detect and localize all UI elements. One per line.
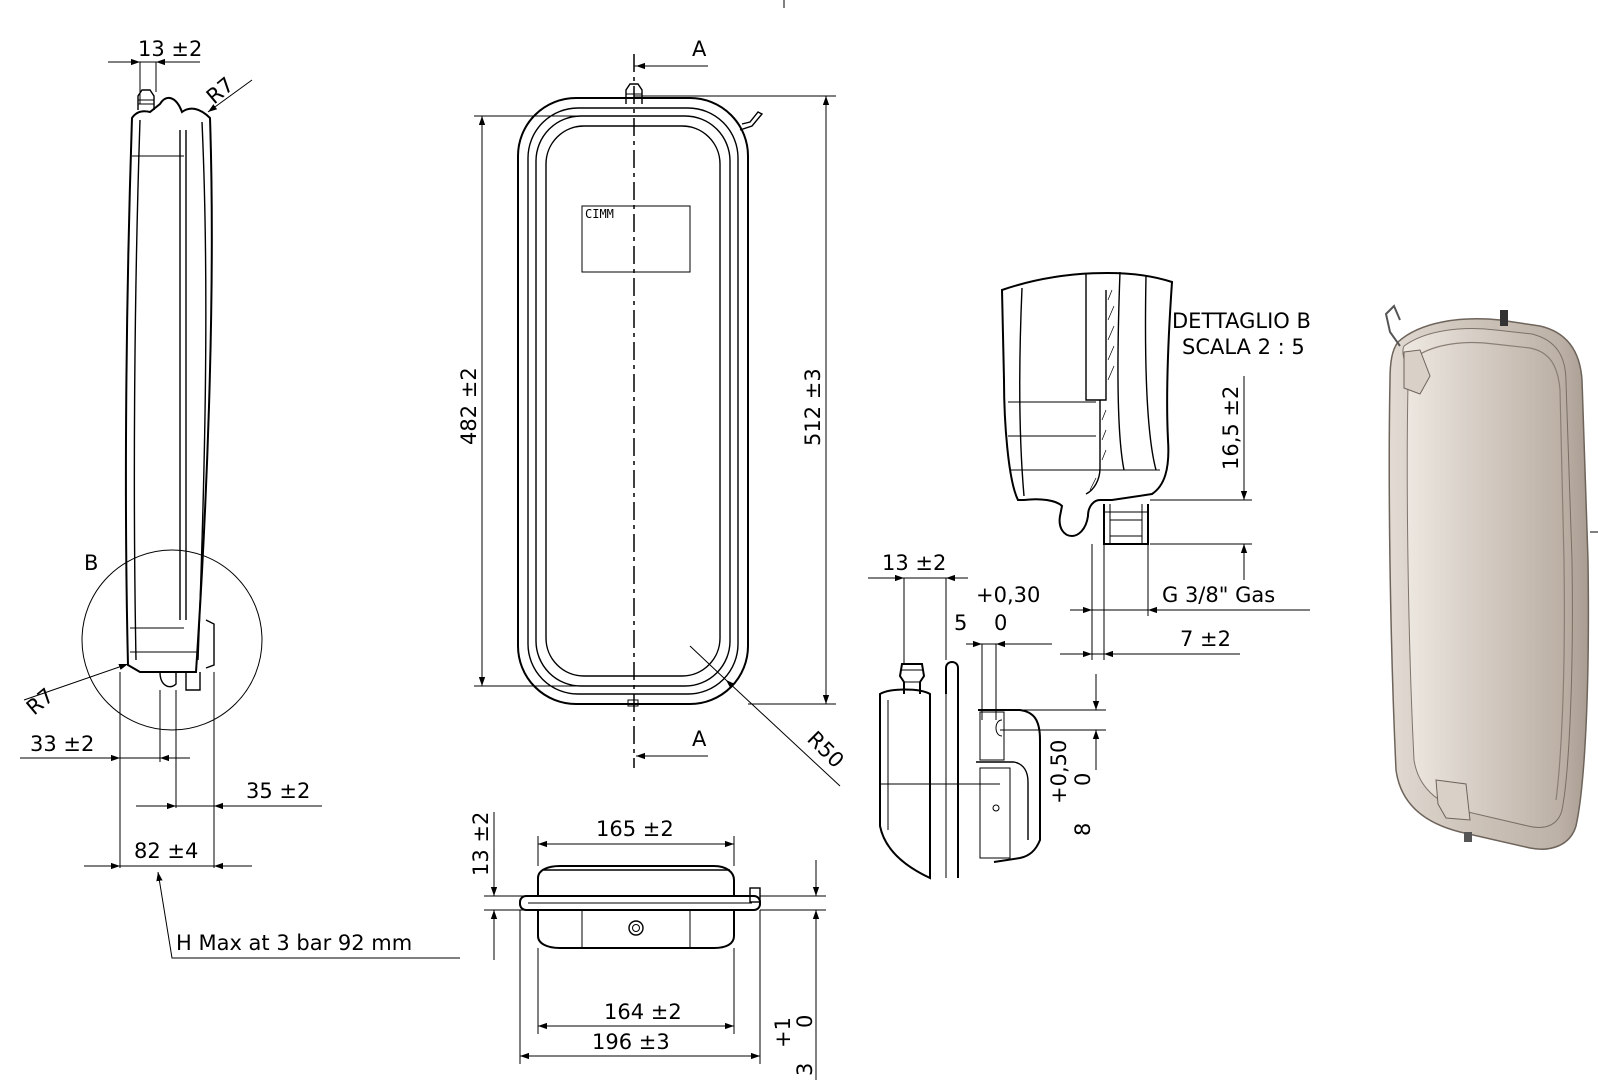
- section-nominal: 5: [954, 611, 967, 635]
- section-valve-width: 13 ±2: [882, 551, 946, 575]
- section-bracket-nominal: 8: [1071, 823, 1095, 836]
- front-valve: [625, 83, 643, 104]
- side-bottom-radius: R7: [22, 683, 59, 719]
- section-tolerance-upper: +0,30: [976, 583, 1040, 607]
- side-max-height-note: H Max at 3 bar 92 mm: [176, 931, 412, 955]
- front-overall-height: 512 ±3: [801, 368, 825, 446]
- detail-scale: SCALA 2 : 5: [1182, 335, 1305, 359]
- tank-3d-render: [1384, 304, 1590, 850]
- bottom-view: 165 ±2 13 ±2 164 ±2 196 ±3 +1 0 3: [469, 812, 826, 1080]
- bottom-flange-height: 13 ±2: [469, 812, 493, 876]
- detail-height: 16,5 ±2: [1219, 386, 1243, 470]
- side-left-offset: 33 ±2: [30, 732, 94, 756]
- tank-3d-hanger: [1384, 304, 1401, 347]
- section-valve: [898, 663, 926, 694]
- side-valve: [137, 89, 155, 110]
- detail-label-b: B: [84, 551, 98, 575]
- side-outlet: [185, 672, 201, 691]
- front-corner-radius: R50: [802, 727, 848, 773]
- detail-fitting: [1103, 504, 1149, 545]
- tank-3d-valve: [1500, 310, 1508, 326]
- detail-thread: G 3/8" Gas: [1162, 583, 1275, 607]
- side-overall-depth: 82 ±4: [134, 839, 198, 863]
- front-hanger: [739, 111, 764, 131]
- section-label-top: A: [692, 37, 707, 61]
- detail-circle-b: [81, 549, 263, 731]
- bottom-body-outline: [537, 865, 735, 897]
- label-plate-text: CIMM: [585, 207, 614, 221]
- bottom-tolerance-upper: +1: [771, 1017, 795, 1048]
- label-plate: [581, 205, 691, 273]
- section-body-outline: [879, 688, 931, 880]
- bottom-overall-width: 196 ±3: [592, 1030, 670, 1054]
- section-bracket-tolerance-lower: 0: [1071, 773, 1095, 786]
- section-view: 13 ±2 +0,30 5 0 +0,50 0 8: [868, 551, 1106, 880]
- section-bracket-tolerance-upper: +0,50: [1047, 740, 1071, 804]
- front-outer-outline: [517, 97, 749, 705]
- section-bracket: [978, 709, 1041, 863]
- detail-offset: 7 ±2: [1180, 627, 1231, 651]
- side-view: B 13 ±2 R7 R7 33 ±2 35 ±2 82 ±4: [20, 37, 460, 959]
- section-label-bottom: A: [692, 727, 707, 751]
- detail-title: DETTAGLIO B: [1172, 309, 1311, 333]
- bottom-outlet-circle: [628, 920, 644, 936]
- side-top-radius: R7: [202, 72, 239, 108]
- detail-b-view: DETTAGLIO B SCALA 2 : 5 16,5 ±2 G 3/8" G…: [1000, 271, 1311, 660]
- front-view: CIMM A A 482 ±2 512 ±3 R50: [457, 37, 849, 787]
- side-top-width: 13 ±2: [138, 37, 202, 61]
- front-inner-height: 482 ±2: [457, 367, 481, 445]
- section-tolerance-lower: 0: [994, 611, 1007, 635]
- bottom-nominal: 3: [793, 1063, 817, 1076]
- side-body-outline: [124, 96, 213, 673]
- bottom-lower-width: 164 ±2: [604, 1000, 682, 1024]
- tank-3d-outlet: [1464, 832, 1472, 842]
- bottom-tolerance-lower: 0: [793, 1015, 817, 1028]
- side-right-offset: 35 ±2: [246, 779, 310, 803]
- detail-body-outline: [1000, 271, 1174, 538]
- bottom-top-width: 165 ±2: [596, 817, 674, 841]
